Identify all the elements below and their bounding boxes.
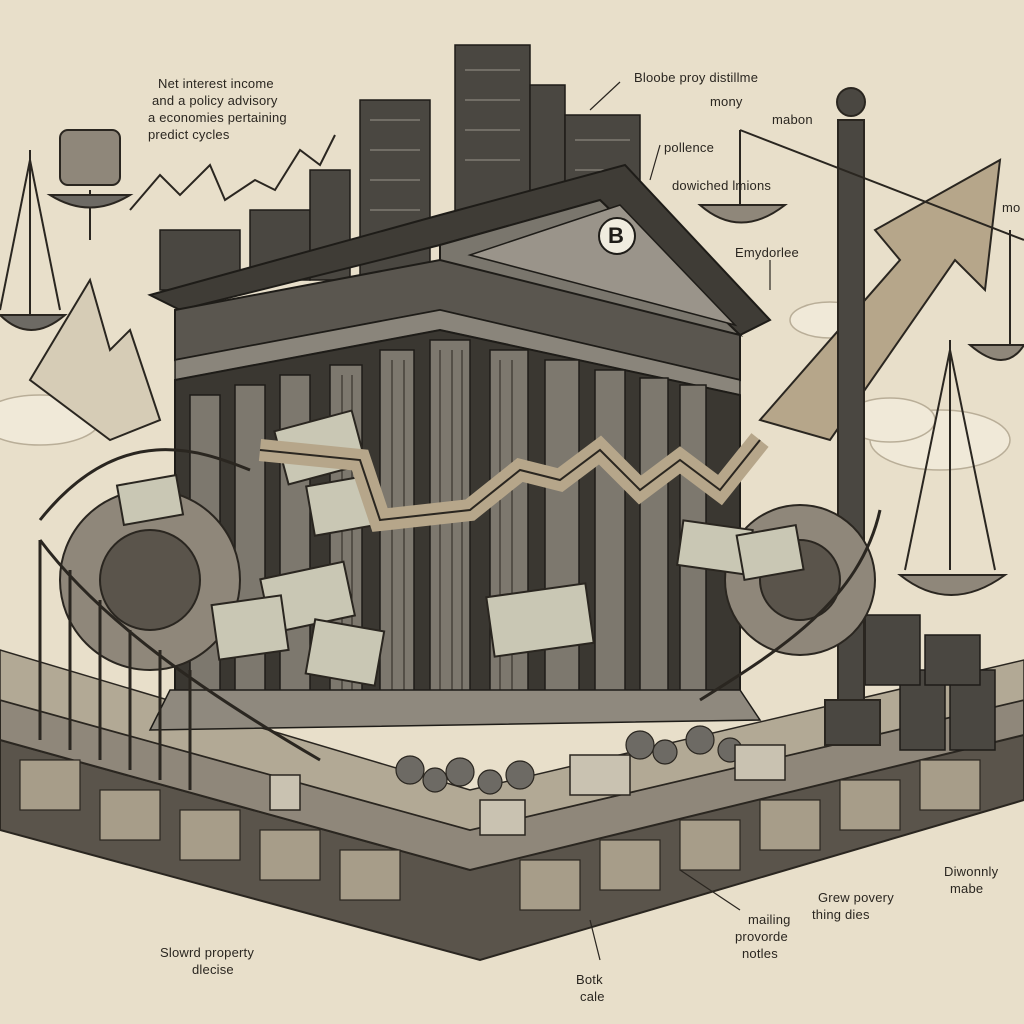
money-bundles [115, 409, 805, 687]
label-bottom-center-2: cale [580, 989, 605, 1004]
label-top-right-1: Bloobe proy distillme [634, 70, 759, 85]
label-top-left-4: predict cycles [148, 127, 230, 142]
label-bottom-right-2: thing dies [812, 907, 870, 922]
trend-line-icon [129, 134, 336, 211]
label-top-right-3: mabon [772, 112, 813, 127]
label-bottom-center-1: Botk [576, 972, 603, 987]
label-bottom-right-1: Grew povery [818, 890, 894, 905]
fence [38, 540, 192, 790]
cycle-arrow-left [38, 448, 251, 521]
gear-icon [59, 129, 121, 186]
label-mid-right-3: Emydorlee [735, 245, 799, 260]
label-mid-right-2: dowiched lmions [672, 178, 772, 193]
label-bottom-far-right-2: mabe [950, 881, 984, 896]
emblem-circle [598, 217, 636, 255]
label-bottom-left-2: dlecise [192, 962, 234, 977]
label-top-left-1: Net interest income [158, 76, 274, 91]
cycle-arrow-left-low [38, 539, 321, 762]
label-top-left-3: a economies pertaining [148, 110, 287, 125]
skyline-windows [370, 69, 630, 211]
ornate-frieze [19, 759, 981, 911]
label-top-left-2: and a policy advisory [152, 93, 278, 108]
pediment-emblem-letter: B [608, 223, 625, 248]
scale-left [0, 150, 134, 331]
cycle-arrow-right [699, 509, 882, 702]
label-mid-right-1: pollence [664, 140, 715, 155]
label-bottom-mid-1: mailing [748, 912, 791, 927]
label-bottom-mid-2: provorde [735, 929, 788, 944]
zigzag-market-arrow-outline [259, 439, 761, 522]
hand-icon [28, 277, 162, 442]
label-leaders [589, 81, 771, 961]
label-bottom-far-right-1: Diwonnly [944, 864, 999, 879]
small-buildings [269, 744, 786, 836]
bank-steps [148, 689, 762, 731]
label-bottom-left-1: Slowrd property [160, 945, 255, 960]
label-top-right-2: mony [710, 94, 743, 109]
label-far-right: mo [1002, 200, 1021, 215]
label-bottom-mid-3: notles [742, 946, 778, 961]
